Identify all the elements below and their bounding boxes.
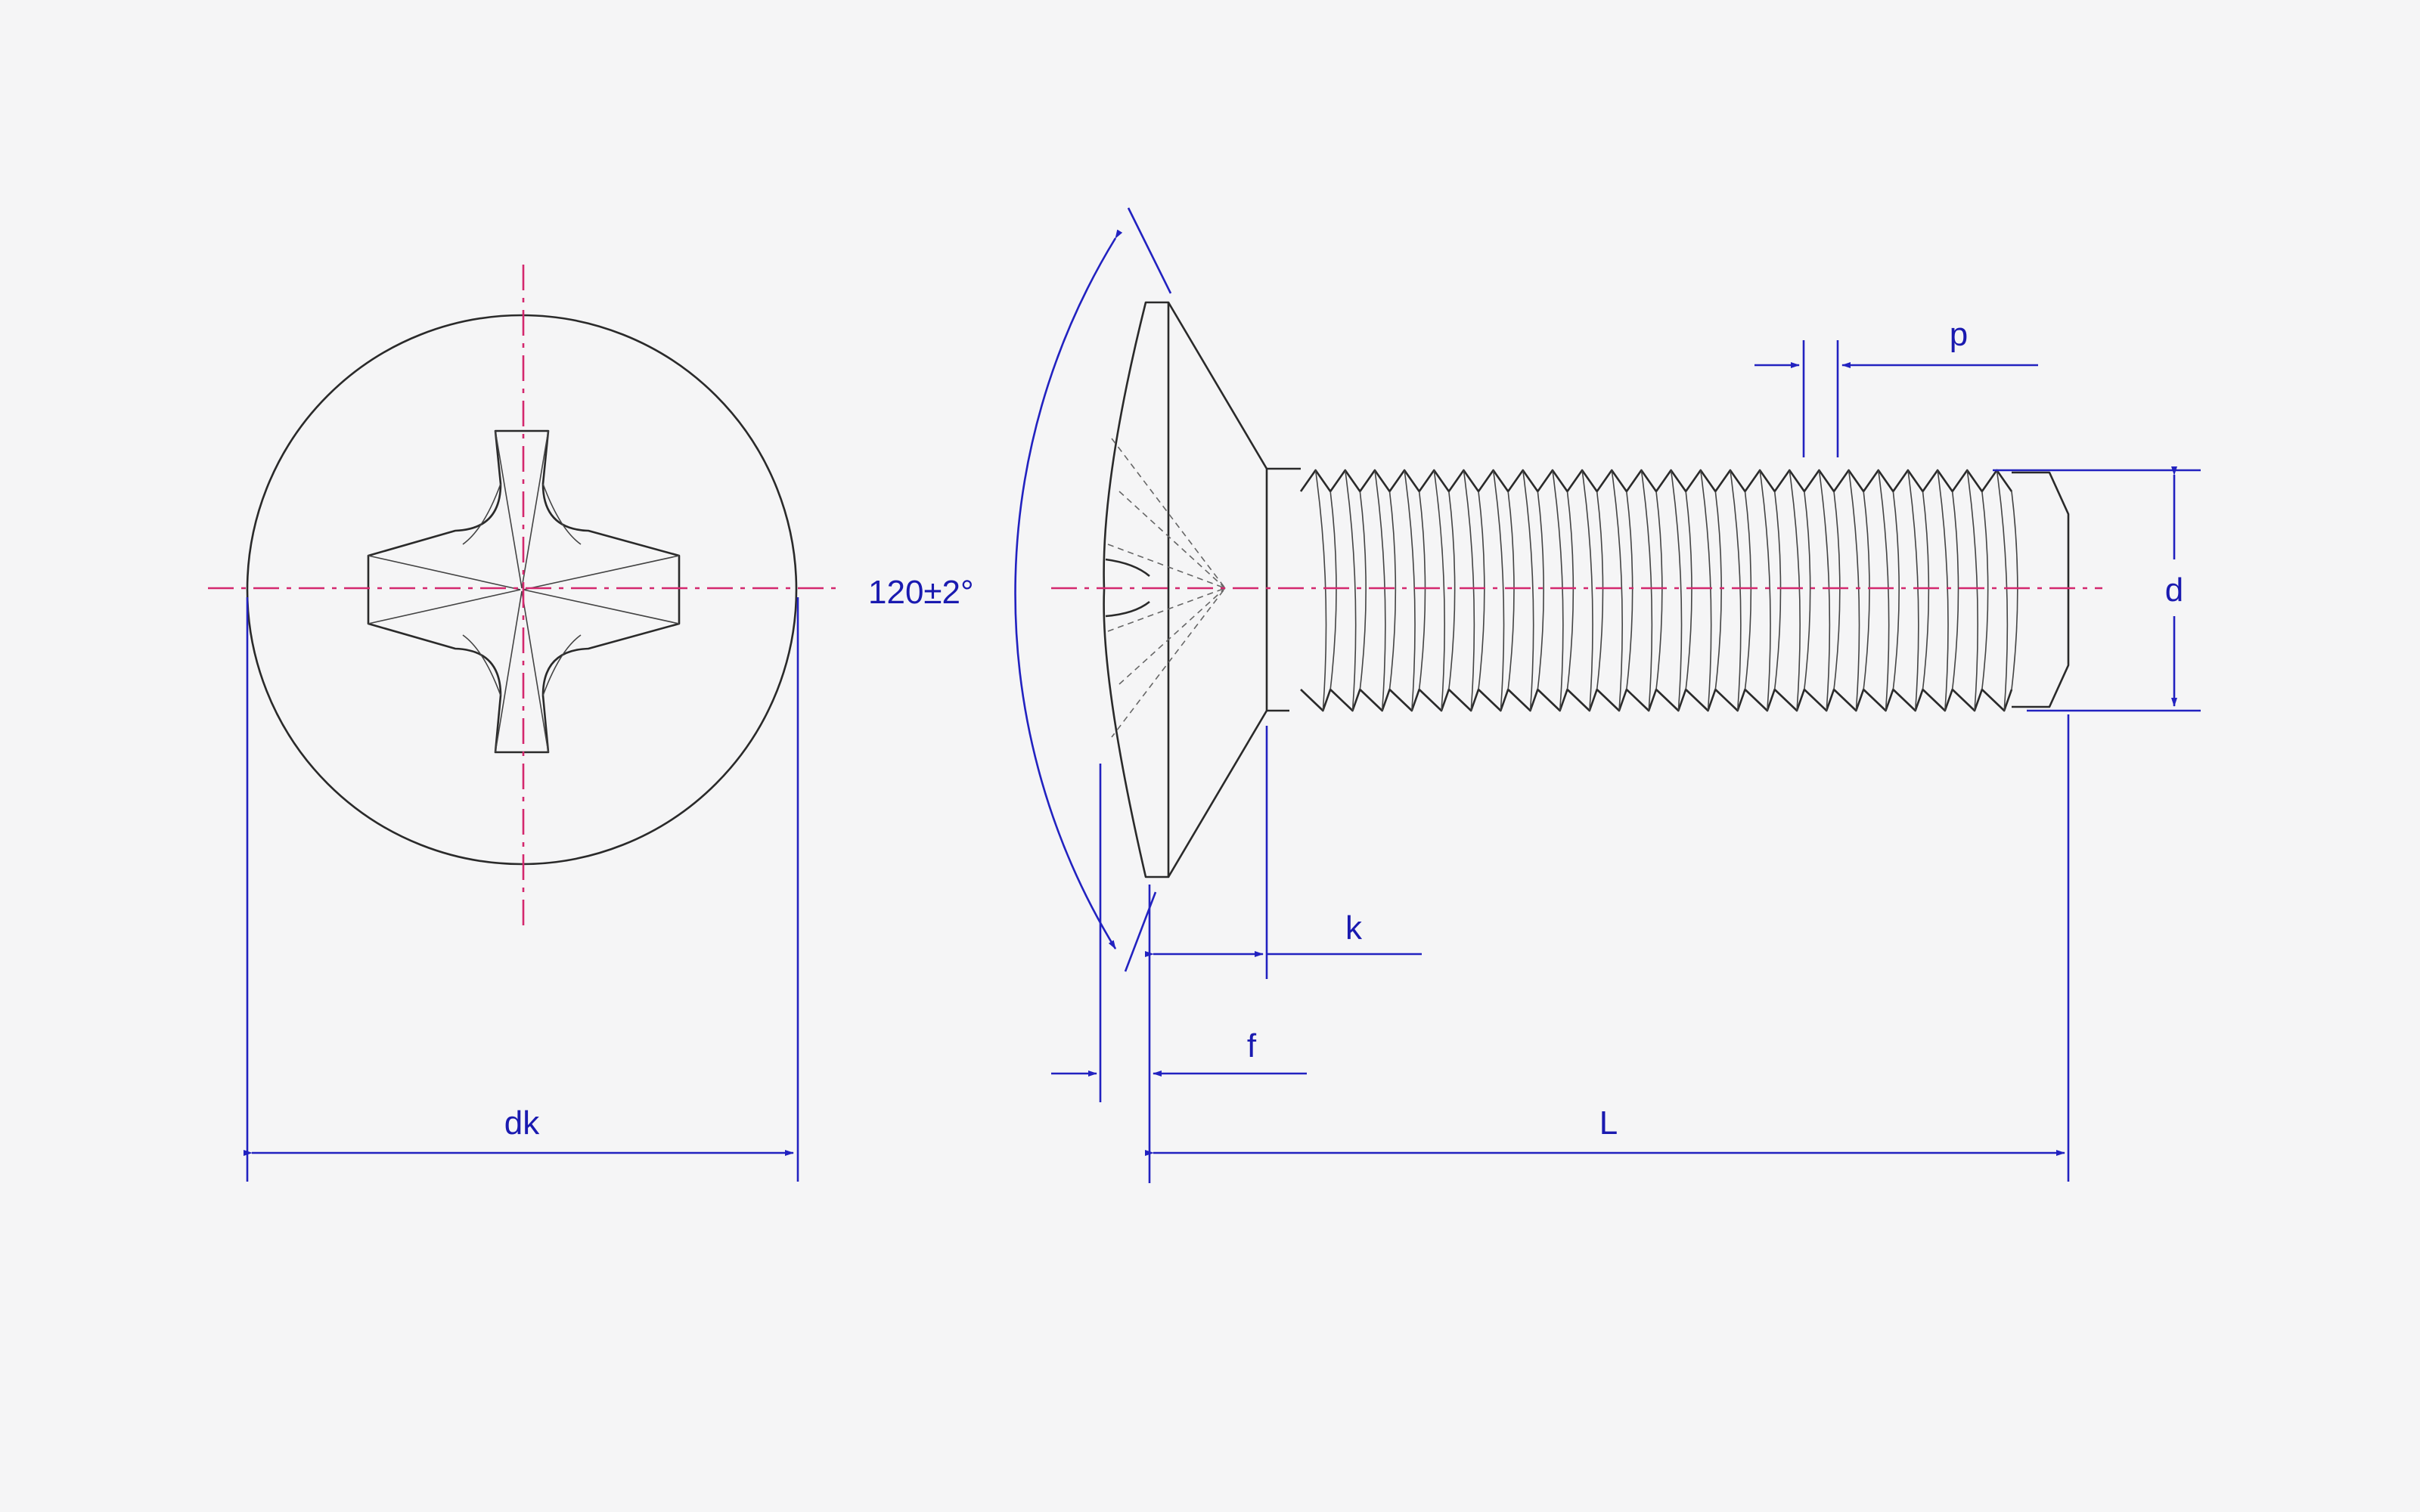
f-dimension [1051, 764, 1307, 1102]
L-dimension [1145, 714, 2070, 1182]
thread-flank [1404, 469, 1426, 711]
pitch-dimension [1754, 340, 2038, 457]
pitch-label: p [1950, 316, 1968, 353]
countersink-angle-dimension [1014, 207, 1172, 972]
thread-flank [1907, 469, 1930, 711]
head-top-view: dk [208, 265, 843, 1182]
thread-flank [1314, 469, 1337, 711]
f-label: f [1247, 1027, 1257, 1064]
thread-flank [1433, 469, 1456, 711]
thread-flank [1670, 469, 1692, 711]
thread-flank [1463, 469, 1485, 711]
thread-flank [1818, 469, 1841, 711]
countersunk-head-outline [1103, 301, 1170, 878]
thread-flank [1848, 469, 1870, 711]
thread-flank [1966, 469, 1989, 711]
thread-flank [1581, 469, 1604, 711]
d-label: d [2165, 572, 2183, 609]
screw-side-view [1051, 301, 2102, 878]
thread-flank [1699, 469, 1722, 711]
thread-flank [1730, 469, 1752, 711]
thread-flank [1374, 469, 1397, 711]
d-dimension [1993, 466, 2201, 712]
thread-flank [1996, 469, 2018, 711]
L-label: L [1599, 1105, 1618, 1142]
head-outline-circle [246, 314, 798, 866]
thread-flank [1522, 469, 1544, 711]
thread-flank [1492, 469, 1515, 711]
thread-flank [1789, 469, 1811, 711]
thread-flank [1611, 469, 1634, 711]
dk-label: dk [504, 1105, 540, 1142]
thread-crest-line-top [1299, 469, 2013, 493]
threaded-shank [1299, 469, 2070, 712]
thread-flank [1759, 469, 1782, 711]
thread-flank [1344, 469, 1367, 711]
k-label: k [1345, 909, 1363, 947]
thread-flank [1552, 469, 1575, 711]
countersink-angle-label: 120±2° [868, 574, 974, 611]
thread-flank [1877, 469, 1900, 711]
k-dimension [1145, 726, 1422, 1183]
thread-flank [1937, 469, 1959, 711]
phillips-recess-icon [367, 429, 681, 754]
thread-flank [1640, 469, 1663, 711]
dk-dimension [244, 597, 799, 1182]
thread-crest-line-bottom [1300, 688, 2013, 712]
